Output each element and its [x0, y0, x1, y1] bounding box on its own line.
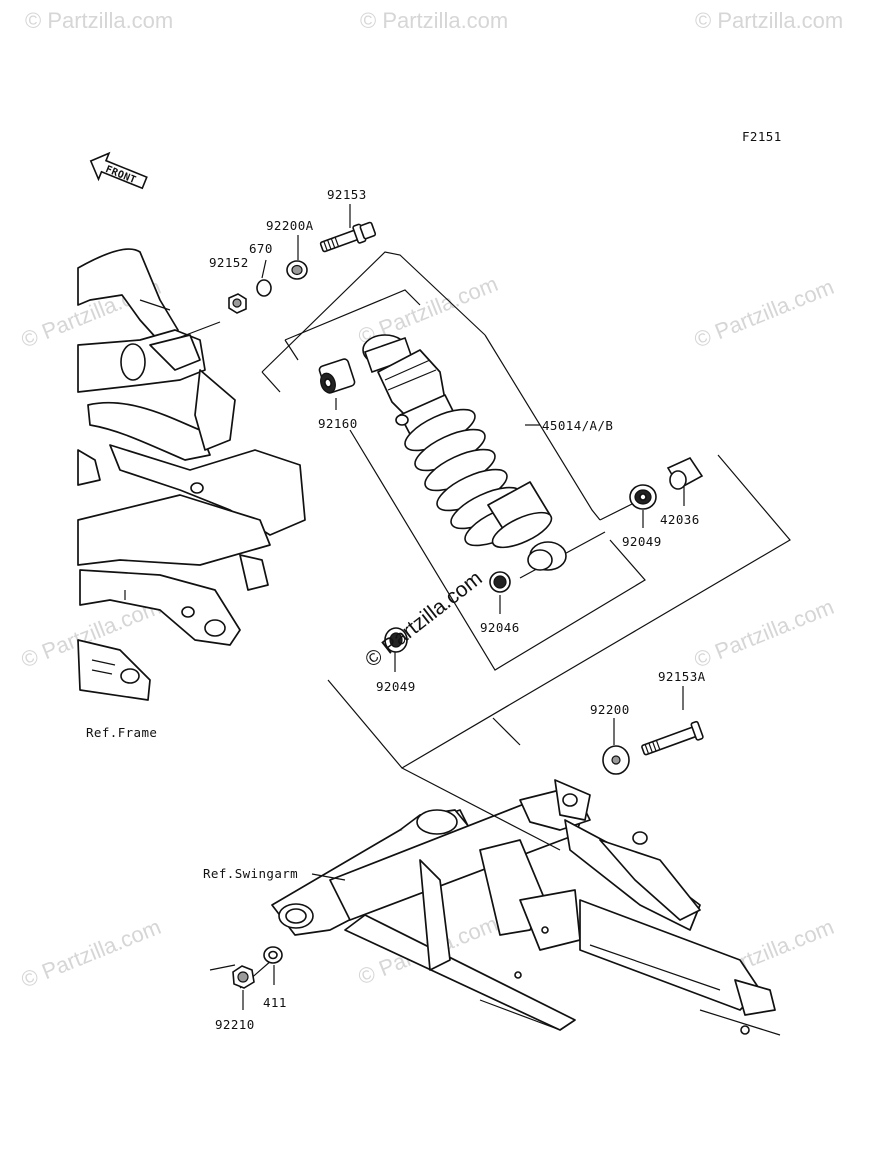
swingarm-reference: [271, 779, 781, 1036]
part-label-411: 411: [263, 995, 287, 1010]
nut-92152-icon: [228, 293, 247, 314]
part-label-92153a: 92153A: [658, 669, 706, 684]
bolt-92153-icon: [319, 221, 377, 253]
bolt-92153a-icon: [641, 720, 704, 756]
part-label-92049-lower: 92049: [376, 679, 416, 694]
nut-92210-icon: [232, 965, 255, 989]
part-label-92152: 92152: [209, 255, 249, 270]
seal-92049-lower-icon: [384, 627, 408, 653]
part-label-42036: 42036: [660, 512, 700, 527]
part-label-92046: 92046: [480, 620, 520, 635]
assembly-brackets: [261, 251, 791, 851]
frame-reference: [77, 248, 306, 701]
part-label-45014: 45014/A/B: [542, 418, 613, 433]
part-label-92210: 92210: [215, 1017, 255, 1032]
part-label-670: 670: [249, 241, 273, 256]
washer-411-icon: [263, 946, 283, 964]
seal-92049-upper-icon: [629, 484, 657, 510]
part-label-92049-upper: 92049: [622, 534, 662, 549]
front-arrow-icon: FRONT: [89, 151, 148, 190]
figure-code: F2151: [742, 129, 782, 144]
collar-42036-icon: [666, 456, 704, 490]
washer-92200a-icon: [286, 260, 308, 280]
ref-frame-label: Ref.Frame: [86, 725, 157, 740]
watermark: © Partzilla.com: [18, 914, 165, 993]
part-label-92200: 92200: [590, 702, 630, 717]
watermark: © Partzilla.com: [360, 8, 508, 33]
leader-line: [311, 873, 346, 881]
bearing-92046-icon: [489, 571, 511, 593]
shock-absorber-45014-icon: [362, 334, 567, 571]
center-watermark: © Partzilla.com: [361, 567, 487, 672]
ref-swingarm-label: Ref.Swingarm: [203, 866, 298, 881]
washer-92200-icon: [602, 745, 630, 775]
part-label-92153: 92153: [327, 187, 367, 202]
watermark: © Partzilla.com: [25, 8, 173, 33]
part-label-92160: 92160: [318, 416, 358, 431]
watermark: © Partzilla.com: [695, 8, 843, 33]
watermark: © Partzilla.com: [691, 594, 838, 673]
bushing-92160-icon: [318, 358, 356, 394]
part-labels: 92153 92200A 670 92152 92160 45014/A/B 4…: [209, 187, 706, 1032]
part-label-92200a: 92200A: [266, 218, 314, 233]
oring-670-icon: [256, 279, 272, 297]
watermark: © Partzilla.com: [691, 274, 838, 353]
